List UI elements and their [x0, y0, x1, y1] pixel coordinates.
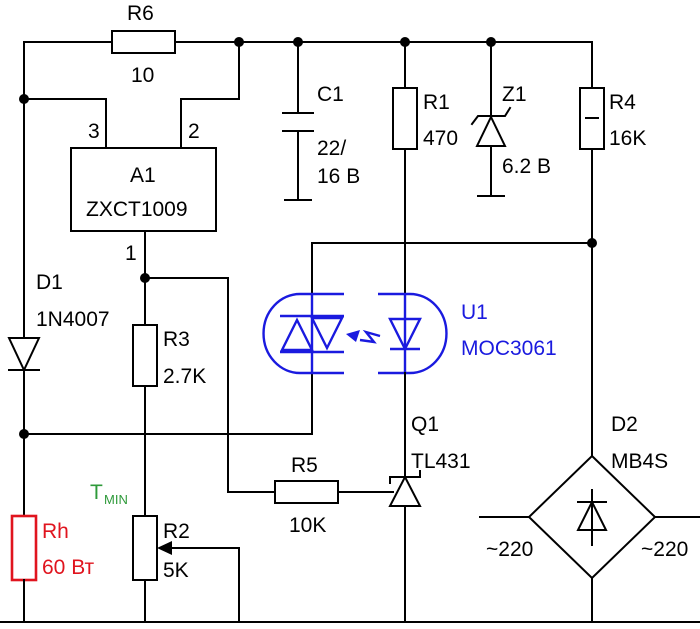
z1-value: 6.2 В	[502, 155, 551, 178]
resistor-r6: R6 10	[111, 2, 176, 87]
r5-ref: R5	[291, 454, 318, 477]
regulator-q1: Q1 TL431	[388, 372, 471, 623]
rh-value: 60 Вт	[42, 556, 95, 579]
c1-value-1: 22/	[317, 137, 346, 160]
a1-pin1: 1	[125, 242, 137, 265]
d1-part: 1N4007	[36, 308, 110, 331]
a1-ref: A1	[130, 164, 156, 187]
resistor-r4: R4 16K	[579, 41, 646, 244]
r6-value: 10	[131, 64, 154, 87]
a1-pin3: 3	[88, 120, 100, 143]
optocoupler-u1: U1 MOC3061	[262, 242, 593, 375]
ic-a1: A1 ZXCT1009 3 2 1	[23, 41, 240, 279]
r2-trim-main: T	[90, 481, 103, 504]
rh-ref: Rh	[42, 520, 69, 543]
supply-left-label: ~220	[486, 538, 533, 561]
bridge-d2: D2 MB4S ~220 ~220	[479, 242, 700, 623]
r4-value: 16K	[609, 127, 646, 150]
heater-rh: Rh 60 Вт	[10, 514, 95, 623]
u1-part: MOC3061	[461, 337, 557, 360]
resistor-r5: R5 10K	[274, 454, 394, 537]
r2-ref: R2	[163, 520, 190, 543]
r6-ref: R6	[127, 2, 154, 25]
diode-d1: D1 1N4007	[7, 98, 110, 517]
q1-part: TL431	[411, 450, 471, 473]
a1-pin2: 2	[188, 120, 200, 143]
q1-ref: Q1	[411, 413, 439, 436]
a1-part: ZXCT1009	[86, 198, 188, 221]
capacitor-c1: C1 22/ 16 В	[282, 41, 360, 201]
r2-value: 5K	[163, 559, 189, 582]
resistor-r1: R1 470	[392, 41, 458, 295]
c1-ref: C1	[317, 83, 344, 106]
r3-ref: R3	[163, 328, 190, 351]
r3-value: 2.7K	[163, 365, 206, 388]
resistor-r3: R3 2.7K	[132, 277, 206, 517]
zener-z1: Z1 6.2 В	[470, 41, 551, 197]
u1-ref: U1	[461, 301, 488, 324]
d2-part: MB4S	[611, 450, 668, 473]
z1-ref: Z1	[502, 83, 527, 106]
d2-ref: D2	[611, 413, 638, 436]
top-rail-wire	[23, 41, 593, 100]
junction-dots	[19, 37, 597, 439]
r4-ref: R4	[609, 91, 636, 114]
supply-right-label: ~220	[641, 538, 688, 561]
r2-trim-sub: MIN	[104, 492, 128, 507]
r1-value: 470	[423, 127, 458, 150]
mid-wire	[23, 372, 313, 435]
potentiometer-r2: T MIN R2 5K	[90, 481, 240, 623]
d1-ref: D1	[36, 271, 63, 294]
c1-value-2: 16 В	[317, 165, 360, 188]
r5-value: 10K	[289, 514, 326, 537]
r1-ref: R1	[423, 91, 450, 114]
wire-to-r5	[144, 277, 276, 493]
